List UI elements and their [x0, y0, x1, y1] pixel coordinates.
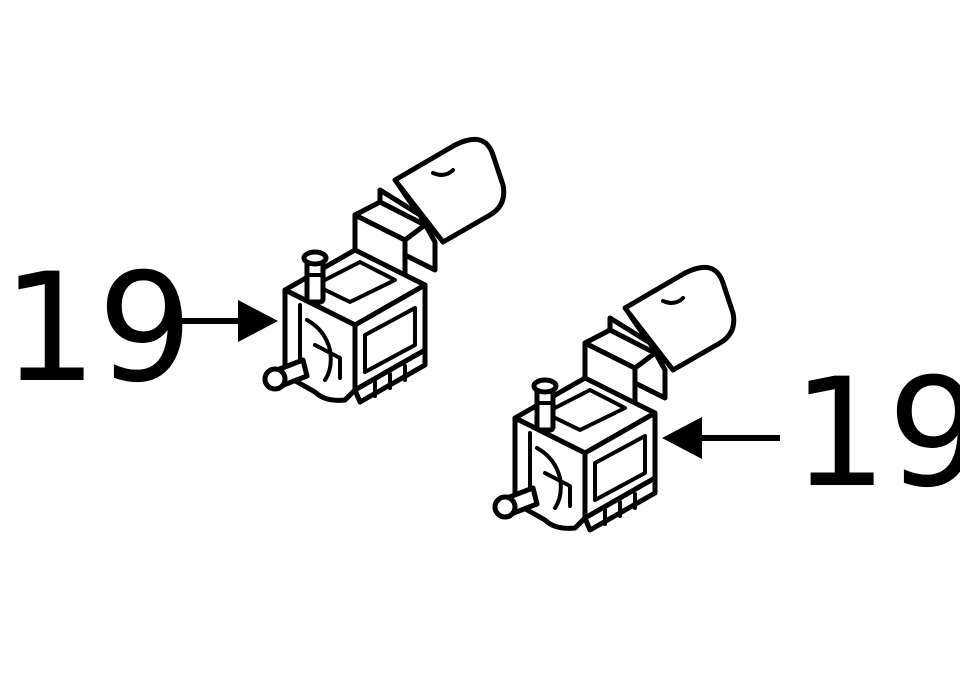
valve-drawing-2: [495, 267, 734, 530]
callout-label-2: 19: [792, 347, 960, 521]
callout-label-1: 19: [2, 242, 193, 416]
arrow-left-icon: [662, 417, 702, 459]
arrow-right-icon: [238, 300, 278, 342]
valve-drawing-1: [265, 139, 504, 402]
